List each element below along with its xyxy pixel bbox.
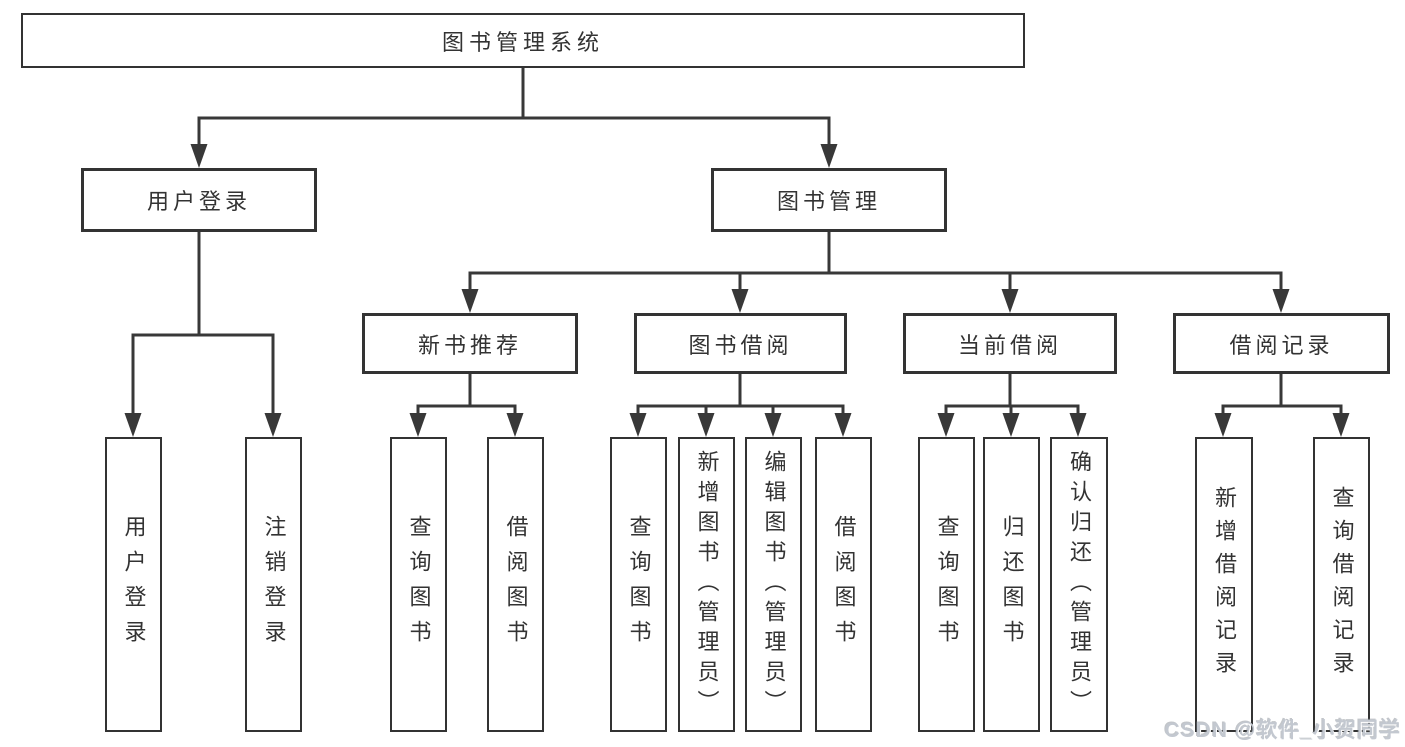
node-add-books-admin: 新增图书（管理员） bbox=[678, 437, 735, 732]
connector-borrow-records-split bbox=[1214, 372, 1350, 437]
arrowhead-down-icon bbox=[629, 413, 647, 437]
arrowhead-down-icon bbox=[1332, 413, 1350, 437]
arrowhead-down-icon bbox=[834, 413, 852, 437]
node-user-login: 用户登录 bbox=[105, 437, 162, 732]
node-logout: 注销登录 bbox=[245, 437, 302, 732]
node-query-books-current: 查询图书 bbox=[918, 437, 975, 732]
csdn-watermark: CSDN @软件_小贺同学 bbox=[1164, 719, 1401, 742]
node-label-root: 图书管理系统 bbox=[441, 29, 604, 55]
node-return-books: 归还图书 bbox=[983, 437, 1040, 732]
node-label-query-books-rec: 查询图书 bbox=[406, 514, 432, 655]
node-label-new-book-rec: 新书推荐 bbox=[417, 332, 522, 358]
node-book-borrow: 图书借阅 bbox=[634, 313, 847, 374]
node-current-borrow: 当前借阅 bbox=[903, 313, 1117, 374]
node-label-current-borrow: 当前借阅 bbox=[957, 332, 1062, 358]
node-label-add-books-admin: 新增图书（管理员） bbox=[694, 449, 720, 720]
connector-path bbox=[468, 230, 1283, 295]
connector-book-mgmt-split bbox=[461, 230, 1290, 313]
connector-path bbox=[131, 230, 275, 419]
arrowhead-down-icon bbox=[1002, 413, 1020, 437]
arrowhead-down-icon bbox=[697, 413, 715, 437]
arrowhead-down-icon bbox=[764, 413, 782, 437]
connector-path bbox=[944, 372, 1080, 419]
arrowhead-down-icon bbox=[409, 413, 427, 437]
node-root: 图书管理系统 bbox=[21, 13, 1025, 68]
node-label-borrow-books-borrow: 借阅图书 bbox=[831, 514, 857, 655]
node-add-borrow-record: 新增借阅记录 bbox=[1195, 437, 1253, 732]
node-label-edit-books-admin: 编辑图书（管理员） bbox=[761, 449, 787, 720]
connector-current-borrow-split bbox=[937, 372, 1087, 437]
node-label-user-login-group: 用户登录 bbox=[146, 189, 251, 214]
node-borrow-books-borrow: 借阅图书 bbox=[815, 437, 872, 732]
arrowhead-down-icon bbox=[264, 413, 282, 437]
connector-user-login-split bbox=[124, 230, 282, 437]
arrowhead-down-icon bbox=[1272, 289, 1290, 313]
node-borrow-books-rec: 借阅图书 bbox=[487, 437, 544, 732]
connector-new-book-rec-split bbox=[409, 372, 524, 437]
node-label-add-borrow-record: 新增借阅记录 bbox=[1212, 485, 1237, 684]
connector-path bbox=[197, 66, 831, 150]
node-user-login-group: 用户登录 bbox=[81, 168, 317, 232]
node-query-books-rec: 查询图书 bbox=[390, 437, 447, 732]
node-label-borrow-books-rec: 借阅图书 bbox=[503, 514, 529, 655]
node-label-return-books: 归还图书 bbox=[999, 514, 1025, 655]
arrowhead-down-icon bbox=[506, 413, 524, 437]
node-label-query-books-borrow: 查询图书 bbox=[626, 514, 652, 655]
arrowhead-down-icon bbox=[461, 289, 479, 313]
arrowhead-down-icon bbox=[1214, 413, 1232, 437]
connector-book-borrow-split bbox=[629, 372, 852, 437]
arrowhead-down-icon bbox=[820, 144, 838, 168]
arrowhead-down-icon bbox=[124, 413, 142, 437]
arrowhead-down-icon bbox=[190, 144, 208, 168]
node-borrow-records: 借阅记录 bbox=[1173, 313, 1390, 374]
connector-path bbox=[416, 372, 517, 419]
arrowhead-down-icon bbox=[1069, 413, 1087, 437]
node-label-book-borrow: 图书借阅 bbox=[688, 332, 793, 358]
connector-path bbox=[636, 372, 845, 419]
node-label-query-borrow-record: 查询借阅记录 bbox=[1329, 485, 1355, 684]
node-label-query-books-current: 查询图书 bbox=[934, 514, 960, 655]
node-query-borrow-record: 查询借阅记录 bbox=[1313, 437, 1370, 732]
arrowhead-down-icon bbox=[1001, 289, 1019, 313]
node-label-logout: 注销登录 bbox=[261, 514, 287, 655]
connector-root-split bbox=[190, 66, 838, 168]
connector-path bbox=[1221, 372, 1343, 419]
node-label-confirm-return-admin: 确认归还（管理员） bbox=[1067, 449, 1092, 720]
arrowhead-down-icon bbox=[731, 289, 749, 313]
node-edit-books-admin: 编辑图书（管理员） bbox=[745, 437, 802, 732]
node-label-borrow-records: 借阅记录 bbox=[1229, 332, 1334, 358]
node-label-user-login: 用户登录 bbox=[121, 514, 147, 655]
node-new-book-rec: 新书推荐 bbox=[362, 313, 578, 374]
node-confirm-return-admin: 确认归还（管理员） bbox=[1050, 437, 1108, 732]
node-label-book-mgmt: 图书管理 bbox=[776, 189, 881, 214]
node-query-books-borrow: 查询图书 bbox=[610, 437, 667, 732]
arrowhead-down-icon bbox=[937, 413, 955, 437]
node-book-mgmt: 图书管理 bbox=[711, 168, 947, 232]
